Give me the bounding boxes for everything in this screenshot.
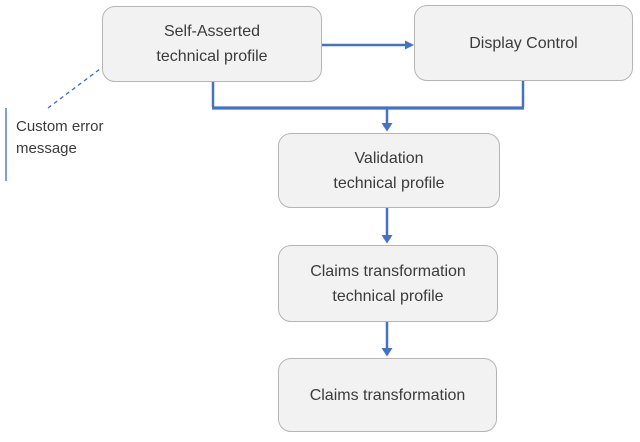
connector-merge-elbow — [211, 81, 525, 132]
node-label: Self-Asserted technical profile — [156, 23, 268, 65]
node-label: Validation technical profile — [333, 149, 445, 192]
arrow-right-icon — [405, 40, 414, 50]
node-label: Claims transformation technical profile — [310, 262, 466, 305]
connector-validation-to-claims-tp — [381, 208, 393, 244]
node-label: Claims transformation — [309, 386, 466, 404]
callout-custom-error-message: Custom error message — [16, 118, 104, 157]
node-claims-transformation-technical-profile: Claims transformation technical profile — [278, 245, 498, 322]
node-display-control: Display Control — [414, 5, 633, 81]
arrow-down-icon — [381, 235, 393, 244]
callout-leader-dashed-line — [47, 65, 105, 109]
connector-self-asserted-to-display-control — [322, 40, 414, 50]
connector-claims-tp-to-claims-transformation — [381, 322, 393, 357]
arrow-down-icon — [381, 123, 393, 132]
node-self-asserted-technical-profile: Self-Asserted technical profile — [102, 6, 322, 82]
arrow-down-icon — [381, 348, 393, 357]
node-validation-technical-profile: Validation technical profile — [278, 133, 500, 208]
node-claims-transformation: Claims transformation — [278, 358, 497, 432]
node-label: Display Control — [469, 34, 578, 52]
